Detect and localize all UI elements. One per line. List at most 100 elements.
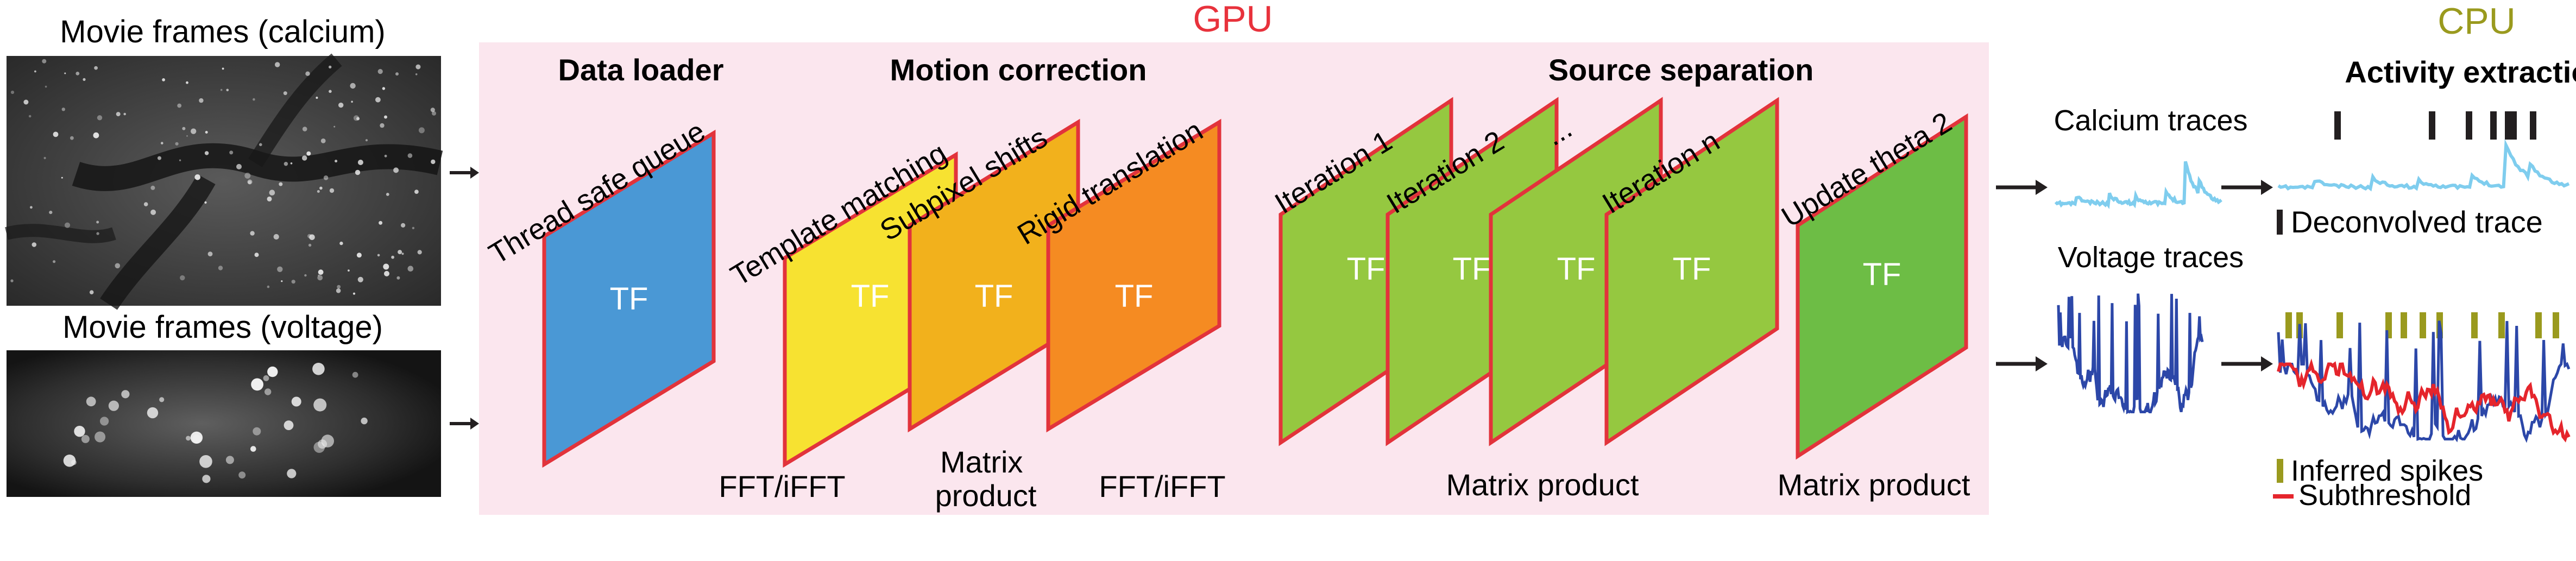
neuron-dot xyxy=(159,397,165,402)
neuron-dot xyxy=(108,400,119,411)
neuron-dot xyxy=(182,127,186,130)
neuron-dot xyxy=(161,142,163,144)
neuron-dot xyxy=(34,70,36,73)
tf-block-update-theta-2: TF xyxy=(1796,113,1968,460)
voltage-to-cpu-arrow xyxy=(2221,356,2273,371)
spikes-legend-label: Inferred spikes xyxy=(2291,455,2483,487)
calcium-trace-cpu xyxy=(2277,138,2570,192)
tf-label: TF xyxy=(1557,251,1596,287)
neuron-dot xyxy=(225,456,234,464)
neuron-dot xyxy=(302,127,307,131)
neuron-dot xyxy=(391,255,394,259)
neuron-dot xyxy=(116,112,121,117)
neuron-dot xyxy=(396,276,400,280)
neuron-dot xyxy=(53,260,56,263)
legend-inferred-spikes: Inferred spikes xyxy=(2277,455,2483,487)
tf-label: TF xyxy=(1347,251,1385,287)
deconvolved-event-marker xyxy=(2530,111,2536,140)
neuron-dot xyxy=(306,151,311,156)
neuron-dot xyxy=(86,396,96,407)
neuron-dot xyxy=(263,375,269,381)
neuron-dot xyxy=(307,234,312,238)
neuron-dot xyxy=(32,242,37,247)
neuron-dot xyxy=(291,280,295,284)
neuron-dot xyxy=(273,234,279,240)
neuron-dot xyxy=(281,280,283,282)
neuron-dot xyxy=(432,111,436,116)
neuron-dot xyxy=(308,243,312,247)
neuron-dot xyxy=(377,254,380,257)
neuron-dot xyxy=(317,190,320,193)
tf-label: TF xyxy=(1673,251,1711,287)
tf-label: TF xyxy=(1115,279,1154,314)
neuron-dot xyxy=(336,288,341,293)
tf-label: TF xyxy=(975,279,1013,314)
neuron-dot xyxy=(251,378,263,391)
neuron-dot xyxy=(351,100,353,103)
neuron-dot xyxy=(61,108,66,111)
neuron-dot xyxy=(393,167,399,173)
neuron-dot xyxy=(319,186,323,190)
neuron-dot xyxy=(365,139,368,142)
neuron-dot xyxy=(121,390,130,399)
neuron-dot xyxy=(418,127,425,134)
neuron-dot xyxy=(279,182,283,186)
neuron-dot xyxy=(415,64,421,70)
neuron-dot xyxy=(412,226,415,230)
neuron-dot xyxy=(143,202,148,206)
neuron-dot xyxy=(269,190,275,196)
neuron-dot xyxy=(323,175,329,180)
neuron-dot xyxy=(253,427,261,436)
neuron-dot xyxy=(100,417,109,426)
neuron-dot xyxy=(179,159,181,161)
neuron-dot xyxy=(337,285,341,289)
neuron-dot xyxy=(191,128,197,134)
neuron-dot xyxy=(10,90,15,94)
neuron-dot xyxy=(382,87,386,90)
neuron-dot xyxy=(395,72,399,76)
neuron-dot xyxy=(199,455,212,468)
caption-fft-ifft-2: FFT/iFFT xyxy=(1099,469,1225,503)
neuron-dot xyxy=(275,62,280,67)
neuron-dot xyxy=(253,98,255,101)
neuron-dot xyxy=(95,431,106,443)
voltage-trace-cpu xyxy=(2277,320,2571,443)
neuron-dot xyxy=(398,250,402,255)
neuron-dot xyxy=(238,471,246,479)
inferred-spike-marker xyxy=(2401,312,2407,338)
neuron-dot xyxy=(335,160,338,163)
neuron-dot xyxy=(377,69,383,74)
neuron-dot xyxy=(150,209,156,215)
neuron-dot xyxy=(259,143,262,147)
neuron-dot xyxy=(180,275,185,281)
neuron-dot xyxy=(70,136,74,140)
neuron-dot xyxy=(186,135,188,137)
neuron-dot xyxy=(94,66,98,70)
neuron-dot xyxy=(97,115,103,121)
calcium-trace xyxy=(2054,161,2222,209)
neuron-dot xyxy=(321,434,334,447)
neuron-dot xyxy=(229,150,234,155)
calcium-movie-title: Movie frames (calcium) xyxy=(60,14,385,49)
neuron-dot xyxy=(199,98,204,103)
neuron-dot xyxy=(287,469,297,478)
activity-extraction-title: Activity extraction xyxy=(2345,55,2576,89)
motion-correction-title: Motion correction xyxy=(890,53,1147,87)
deconvolved-event-marker xyxy=(2490,111,2497,140)
neuron-dot xyxy=(30,206,33,209)
deconvolved-event-marker xyxy=(2334,111,2341,140)
neuron-dot xyxy=(115,263,121,269)
neuron-dot xyxy=(158,156,161,160)
neuron-dot xyxy=(250,231,255,236)
caption-matrix-product-update: Matrix product xyxy=(1778,468,1970,502)
neuron-dot xyxy=(338,102,344,108)
neuron-dot xyxy=(81,434,90,443)
deconvolved-legend-label: Deconvolved trace xyxy=(2291,205,2543,239)
neuron-dot xyxy=(355,169,361,175)
gpu-to-calcium-arrow xyxy=(1996,180,2048,195)
voltage-traces-label: Voltage traces xyxy=(2058,241,2244,274)
neuron-dot xyxy=(401,253,404,255)
neuron-dot xyxy=(264,388,272,395)
neuron-dot xyxy=(277,266,283,272)
